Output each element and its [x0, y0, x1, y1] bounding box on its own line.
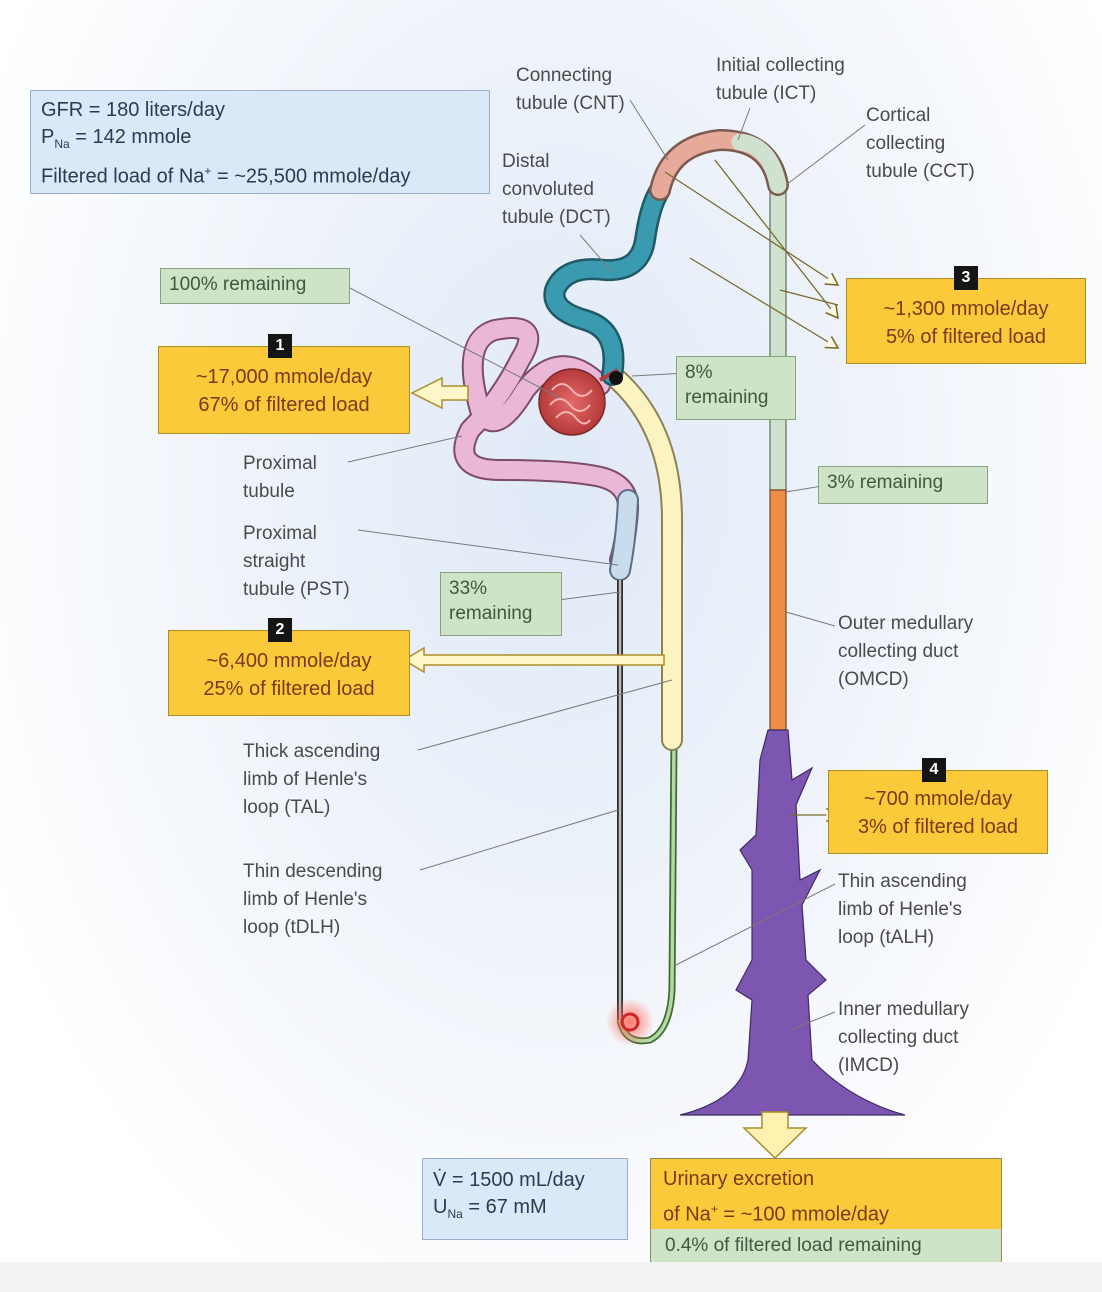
remaining-100-label: 100% remaining: [160, 268, 350, 304]
reabsorption-box-4: ~700 mmole/day 3% of filtered load: [828, 770, 1048, 854]
urine-info-box: V̇ = 1500 mL/day UNa = 67 mM: [422, 1158, 628, 1240]
leader-lines: [347, 99, 866, 1031]
excretion-line1: Urinary excretion: [663, 1168, 815, 1190]
reabsorption-box-1: ~17,000 mmole/day 67% of filtered load: [158, 346, 410, 434]
remaining-33-line2: remaining: [449, 603, 533, 624]
collecting-duct: [769, 179, 787, 731]
segment-badge-2: 2: [268, 618, 292, 642]
label-inner-medullary-collecting-duct: Inner medullary collecting duct (IMCD): [838, 999, 969, 1076]
pna-subscript: Na: [54, 137, 70, 151]
remaining-8-line2: remaining: [685, 387, 769, 408]
load-superscript: +: [204, 164, 212, 178]
reabsorption-4-percent: 3% of filtered load: [857, 816, 1019, 838]
reabsorption-box-2: ~6,400 mmole/day 25% of filtered load: [168, 630, 410, 716]
label-proximal-tubule: Proximal tubule: [243, 453, 317, 502]
excretion-line2: of Na+ = ~100 mmole/day: [663, 1194, 989, 1230]
thin-ascending-limb: [616, 739, 678, 1045]
load-prefix: Filtered load of Na: [41, 165, 205, 188]
una-subscript: Na: [447, 1207, 463, 1221]
remaining-3-label: 3% remaining: [818, 466, 988, 504]
reabsorption-arrow-1: [410, 376, 469, 410]
reabsorption-arrow-2: [402, 646, 665, 674]
glomerulus: [538, 368, 623, 436]
label-distal-convoluted-tubule: Distal convoluted tubule (DCT): [502, 151, 611, 228]
label-thick-ascending-limb: Thick ascending limb of Henle's loop (TA…: [243, 741, 381, 818]
una-prefix: U: [433, 1196, 448, 1218]
label-initial-collecting-tubule: Initial collecting tubule (ICT): [716, 55, 845, 104]
reabsorption-box-3: ~1,300 mmole/day 5% of filtered load: [846, 278, 1086, 364]
urine-flow-text: V̇ = 1500 mL/day: [433, 1169, 585, 1191]
urinary-excretion-box: Urinary excretion of Na+ = ~100 mmole/da…: [650, 1158, 1002, 1264]
label-outer-medullary-collecting-duct: Outer medullary collecting duct (OMCD): [838, 613, 974, 690]
label-thin-ascending-limb: Thin ascending limb of Henle's loop (tAL…: [838, 871, 967, 948]
label-proximal-straight-tubule: Proximal straight tubule (PST): [243, 523, 350, 600]
excretion-amount-panel: Urinary excretion of Na+ = ~100 mmole/da…: [651, 1159, 1001, 1229]
remaining-8-label: 8% remaining: [676, 356, 796, 420]
segment-badge-3: 3: [954, 266, 978, 290]
connecting-tubule: [649, 128, 789, 201]
urine-sodium-text: UNa = 67 mM: [433, 1194, 617, 1228]
excretion-na-prefix: of Na: [663, 1203, 711, 1226]
inner-medullary-duct: [679, 729, 906, 1116]
pna-prefix: P: [41, 126, 55, 148]
thick-ascending-limb: [607, 369, 683, 751]
plasma-sodium-text: PNa = 142 mmole: [41, 124, 479, 158]
reabsorption-2-amount: ~6,400 mmole/day: [206, 650, 372, 672]
reabsorption-2-percent: 25% of filtered load: [203, 678, 375, 700]
label-thin-descending-limb: Thin descending limb of Henle's loop (tD…: [243, 861, 383, 938]
excretion-arrow: [742, 1111, 808, 1160]
reabsorption-1-percent: 67% of filtered load: [198, 394, 370, 416]
distal-convoluted-tubule: [543, 179, 671, 386]
reabsorption-3-amount: ~1,300 mmole/day: [883, 298, 1049, 320]
pna-value: = 142 mmole: [69, 126, 192, 148]
reabsorption-1-amount: ~17,000 mmole/day: [195, 366, 373, 388]
gfr-text: GFR = 180 liters/day: [41, 99, 225, 121]
load-value: = ~25,500 mmole/day: [211, 165, 411, 188]
remaining-33-line1: 33%: [449, 578, 488, 599]
excretion-na-value: = ~100 mmole/day: [717, 1203, 890, 1226]
reabsorption-3-percent: 5% of filtered load: [885, 326, 1047, 348]
excretion-remaining: 0.4% of filtered load remaining: [651, 1229, 1001, 1262]
filtered-load-text: Filtered load of Na+ = ~25,500 mmole/day: [41, 158, 479, 191]
segment-badge-4: 4: [922, 758, 946, 782]
gfr-info-box: GFR = 180 liters/day PNa = 142 mmole Fil…: [30, 90, 490, 194]
remaining-8-line1: 8%: [685, 362, 713, 383]
reabsorption-arrow-3: [664, 159, 840, 349]
excretion-na-superscript: +: [710, 1202, 718, 1216]
reabsorption-4-amount: ~700 mmole/day: [863, 788, 1013, 810]
proximal-tubule: [453, 317, 640, 581]
segment-badge-1: 1: [268, 334, 292, 358]
loop-bend-marker: [606, 998, 654, 1046]
una-value: = 67 mM: [462, 1196, 547, 1218]
remaining-33-label: 33% remaining: [440, 572, 562, 636]
label-cortical-collecting-tubule: Cortical collecting tubule (CCT): [866, 105, 975, 182]
label-connecting-tubule: Connecting tubule (CNT): [516, 65, 625, 114]
